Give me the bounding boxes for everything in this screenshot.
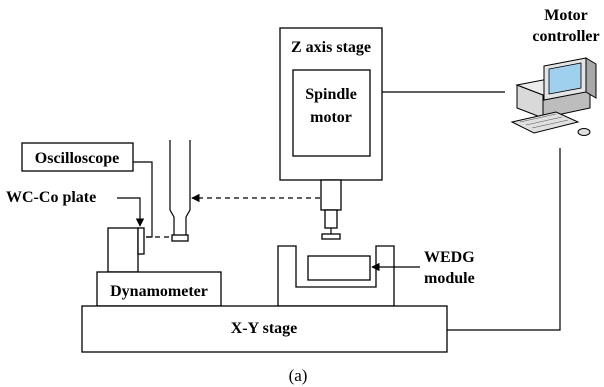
spindle-tool bbox=[320, 179, 342, 240]
motor-controller-label-line2: controller bbox=[532, 28, 599, 45]
wedg-label-line2: module bbox=[424, 270, 475, 287]
spindle-label-line1: Spindle bbox=[305, 86, 357, 103]
xy-stage-label: X-Y stage bbox=[231, 320, 298, 337]
electrode-tool bbox=[169, 140, 191, 242]
wedg-module: WEDG module bbox=[277, 245, 475, 307]
desktop-computer-icon bbox=[510, 57, 597, 136]
motor-controller-label-line1: Motor bbox=[544, 7, 588, 24]
wc-co-plate-edge bbox=[137, 227, 145, 255]
dynamometer: Dynamometer bbox=[96, 271, 222, 307]
oscilloscope-label: Oscilloscope bbox=[35, 150, 119, 167]
wc-co-plate-label: WC-Co plate bbox=[6, 189, 96, 206]
oscilloscope-lead bbox=[133, 161, 153, 238]
wedg-label-line1: WEDG bbox=[424, 249, 475, 266]
figure-caption: (a) bbox=[289, 366, 308, 385]
xy-stage: X-Y stage bbox=[81, 305, 448, 353]
dynamometer-label: Dynamometer bbox=[110, 283, 208, 300]
spindle-label-line2: motor bbox=[310, 109, 352, 126]
spindle-motor: Spindle motor bbox=[292, 69, 371, 157]
oscilloscope: Oscilloscope bbox=[21, 142, 134, 172]
wc-co-plate-pointer bbox=[117, 197, 145, 227]
controller-link-bottom bbox=[447, 148, 561, 331]
z-axis-stage-label: Z axis stage bbox=[291, 39, 371, 56]
wc-co-plate bbox=[107, 227, 139, 273]
